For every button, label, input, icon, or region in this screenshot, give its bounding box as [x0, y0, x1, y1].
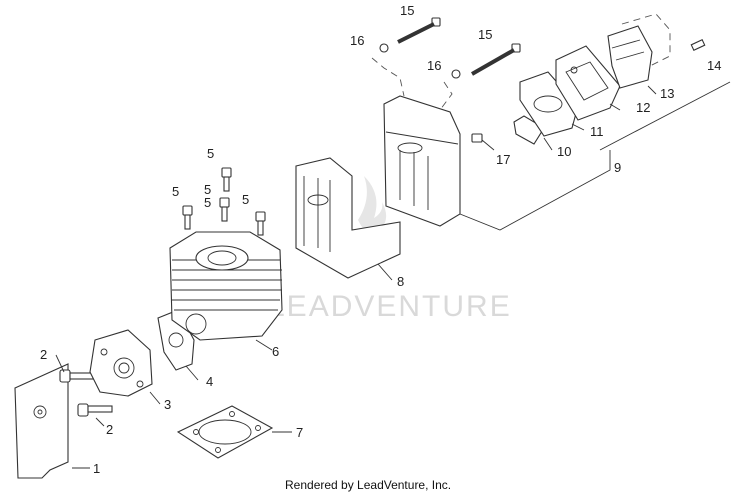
- part-1-heat-plate: [14, 363, 90, 479]
- callout-1: 1: [93, 461, 100, 476]
- part-11-plate: [519, 71, 585, 137]
- callout-12: 12: [636, 100, 650, 115]
- watermark: LEADVENTURE: [268, 176, 512, 323]
- part-7-base-gasket: [176, 405, 292, 459]
- callout-7: 7: [296, 425, 303, 440]
- callout-8: 8: [397, 274, 404, 289]
- callout-9: 9: [614, 160, 621, 175]
- callout-17: 17: [496, 152, 510, 167]
- part-14-screw: [690, 39, 706, 51]
- callout-5-d: 5: [204, 195, 211, 210]
- callout-3: 3: [164, 397, 171, 412]
- part-15-bolts: [397, 17, 521, 76]
- part-13-deflector: [607, 13, 671, 95]
- callout-6: 6: [272, 344, 279, 359]
- assembly-lines: [371, 57, 731, 151]
- callout-13: 13: [660, 86, 674, 101]
- watermark-text: LEADVENTURE: [268, 290, 512, 323]
- part-2-screw-lower: [77, 403, 113, 427]
- callout-16-a: 16: [350, 33, 364, 48]
- part-5-bolts: [182, 167, 266, 236]
- callouts: 1 2 2 3 4 5 5 5 5 5 6 7 8 9 10 11 12 13 …: [40, 3, 721, 476]
- part-16-washers: [379, 43, 461, 79]
- part-8-muffler-shield: [295, 157, 401, 281]
- part-9-muffler: [383, 95, 611, 231]
- callout-2-upper: 2: [40, 347, 47, 362]
- part-2-screw-upper: [55, 354, 97, 383]
- part-6-cylinder: [169, 231, 283, 351]
- callout-11: 11: [590, 124, 604, 139]
- callout-10: 10: [557, 144, 571, 159]
- part-3-intake-adapter: [89, 329, 161, 405]
- callout-15-b: 15: [478, 27, 492, 42]
- callout-15-a: 15: [400, 3, 414, 18]
- part-12-spark-arrestor: [555, 45, 621, 121]
- callout-5-e: 5: [242, 192, 249, 207]
- callout-5-c: 5: [204, 182, 211, 197]
- callout-5-b: 5: [172, 184, 179, 199]
- footer-credit: Rendered by LeadVenture, Inc.: [285, 478, 451, 492]
- part-10-gasket: [513, 115, 553, 151]
- part-17-screw: [471, 133, 495, 151]
- callout-2-lower: 2: [106, 422, 113, 437]
- callout-5-a: 5: [207, 146, 214, 161]
- callout-16-b: 16: [427, 58, 441, 73]
- callout-14: 14: [707, 58, 721, 73]
- callout-4: 4: [206, 374, 213, 389]
